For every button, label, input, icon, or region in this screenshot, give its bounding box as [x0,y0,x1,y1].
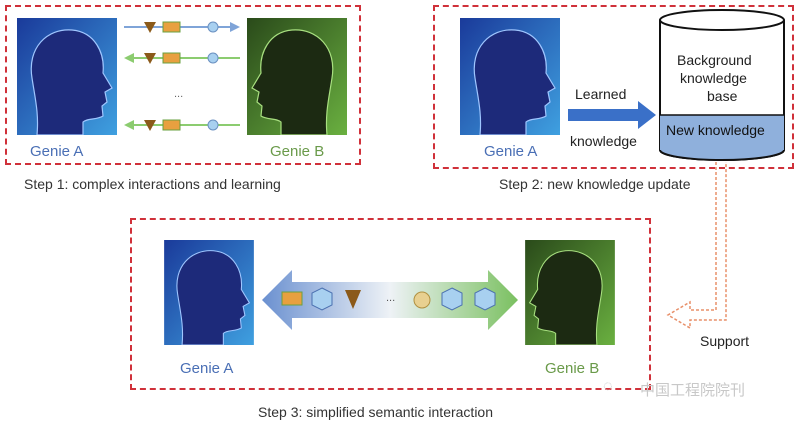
kb-line3: base [707,88,738,104]
support-label: Support [700,333,750,349]
knowledge-label: knowledge [570,133,637,149]
step1-genie-b-label: Genie B [270,143,325,160]
step3-genie-a-label: Genie A [180,360,234,377]
step1-ellipsis: ... [174,88,184,100]
message-arrow-b-to-a [124,52,240,64]
step3-frame [130,218,651,390]
support-arrow [666,162,727,330]
learned-knowledge-arrow [568,101,656,129]
semantic-symbols [281,287,496,311]
new-knowledge-label: New knowledge [666,122,765,138]
step3-caption: Step 3: simplified semantic interaction [258,404,493,420]
learned-label: Learned [575,86,627,102]
bidirectional-semantic-arrow [262,270,518,330]
step1-frame [5,5,361,165]
step2-genie-a-label: Genie A [484,143,538,160]
message-arrow-a-to-b [124,21,240,33]
step3-genie-b-label: Genie B [545,360,600,377]
knowledge-base-cylinder [659,9,785,161]
step1-caption: Step 1: complex interactions and learnin… [24,176,281,192]
kb-line2: knowledge [680,70,747,86]
message-arrow-b-to-a [124,119,240,131]
step2-caption: Step 2: new knowledge update [499,176,691,192]
watermark: 中国工程院院刊 [640,382,746,399]
step1-genie-a-label: Genie A [30,143,84,160]
step3-ellipsis: ... [386,292,396,304]
step2-frame [433,5,794,169]
wechat-icon: ◌ [603,378,613,395]
kb-line1: Background [677,52,752,68]
